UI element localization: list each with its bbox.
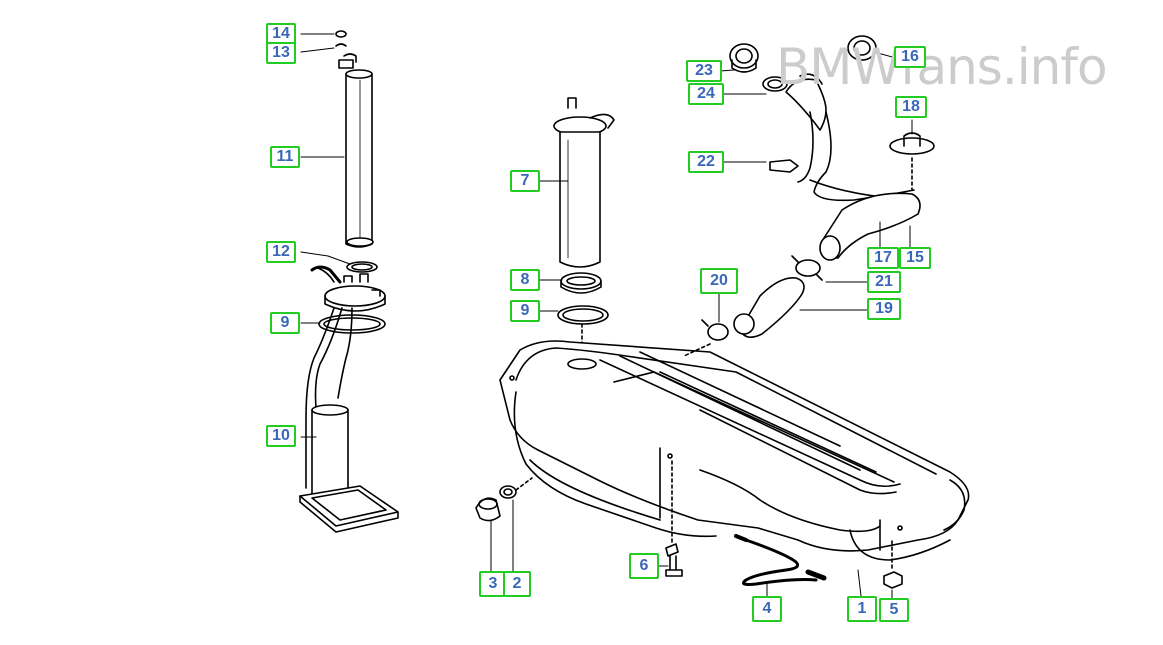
callout-7[interactable]: 7	[510, 170, 540, 192]
callout-5[interactable]: 5	[879, 598, 909, 622]
callout-17[interactable]: 17	[867, 247, 899, 269]
rubber-ring-8	[560, 272, 602, 294]
grommet-18	[889, 132, 935, 191]
callout-10[interactable]: 10	[266, 425, 296, 447]
callout-1[interactable]: 1	[847, 596, 877, 622]
bolt-6	[665, 459, 683, 577]
callout-8[interactable]: 8	[510, 269, 540, 291]
cap-16	[847, 35, 877, 61]
callout-13[interactable]: 13	[266, 42, 296, 64]
callout-18[interactable]: 18	[895, 96, 927, 118]
sending-unit-11	[335, 30, 374, 248]
callout-6[interactable]: 6	[629, 553, 659, 579]
callout-2[interactable]: 2	[503, 571, 531, 597]
callout-24[interactable]: 24	[688, 83, 724, 105]
filler-cap-23	[729, 43, 759, 73]
gasket-ring-9b	[557, 305, 609, 325]
callout-4[interactable]: 4	[752, 596, 782, 622]
leader-lines	[300, 33, 913, 599]
callout-12[interactable]: 12	[266, 241, 296, 263]
callout-16[interactable]: 16	[894, 46, 926, 68]
vent-line-4	[734, 534, 827, 586]
callout-9-middle[interactable]: 9	[510, 300, 540, 322]
callout-21[interactable]: 21	[867, 271, 901, 293]
drain-plug-3-seal-2	[475, 477, 533, 522]
callout-23[interactable]: 23	[686, 60, 722, 82]
hose-clamp-20	[683, 319, 729, 357]
seal-24	[762, 76, 788, 92]
callout-9-left[interactable]: 9	[270, 312, 300, 334]
watermark: BMWfans.info	[776, 38, 1108, 96]
hose-19	[733, 277, 805, 338]
nut-5	[883, 539, 903, 589]
callout-15[interactable]: 15	[899, 247, 931, 269]
sealing-ring-12	[346, 261, 378, 273]
callout-11[interactable]: 11	[270, 146, 300, 168]
callout-19[interactable]: 19	[867, 298, 901, 320]
hose-clamp-21	[791, 255, 823, 281]
fuel-hose-17	[819, 192, 921, 261]
callout-20[interactable]: 20	[700, 268, 738, 294]
fuel-tank-1	[499, 340, 970, 561]
pump-assembly-10	[299, 265, 399, 533]
sender-tube-7	[553, 97, 615, 268]
callout-22[interactable]: 22	[688, 151, 724, 173]
